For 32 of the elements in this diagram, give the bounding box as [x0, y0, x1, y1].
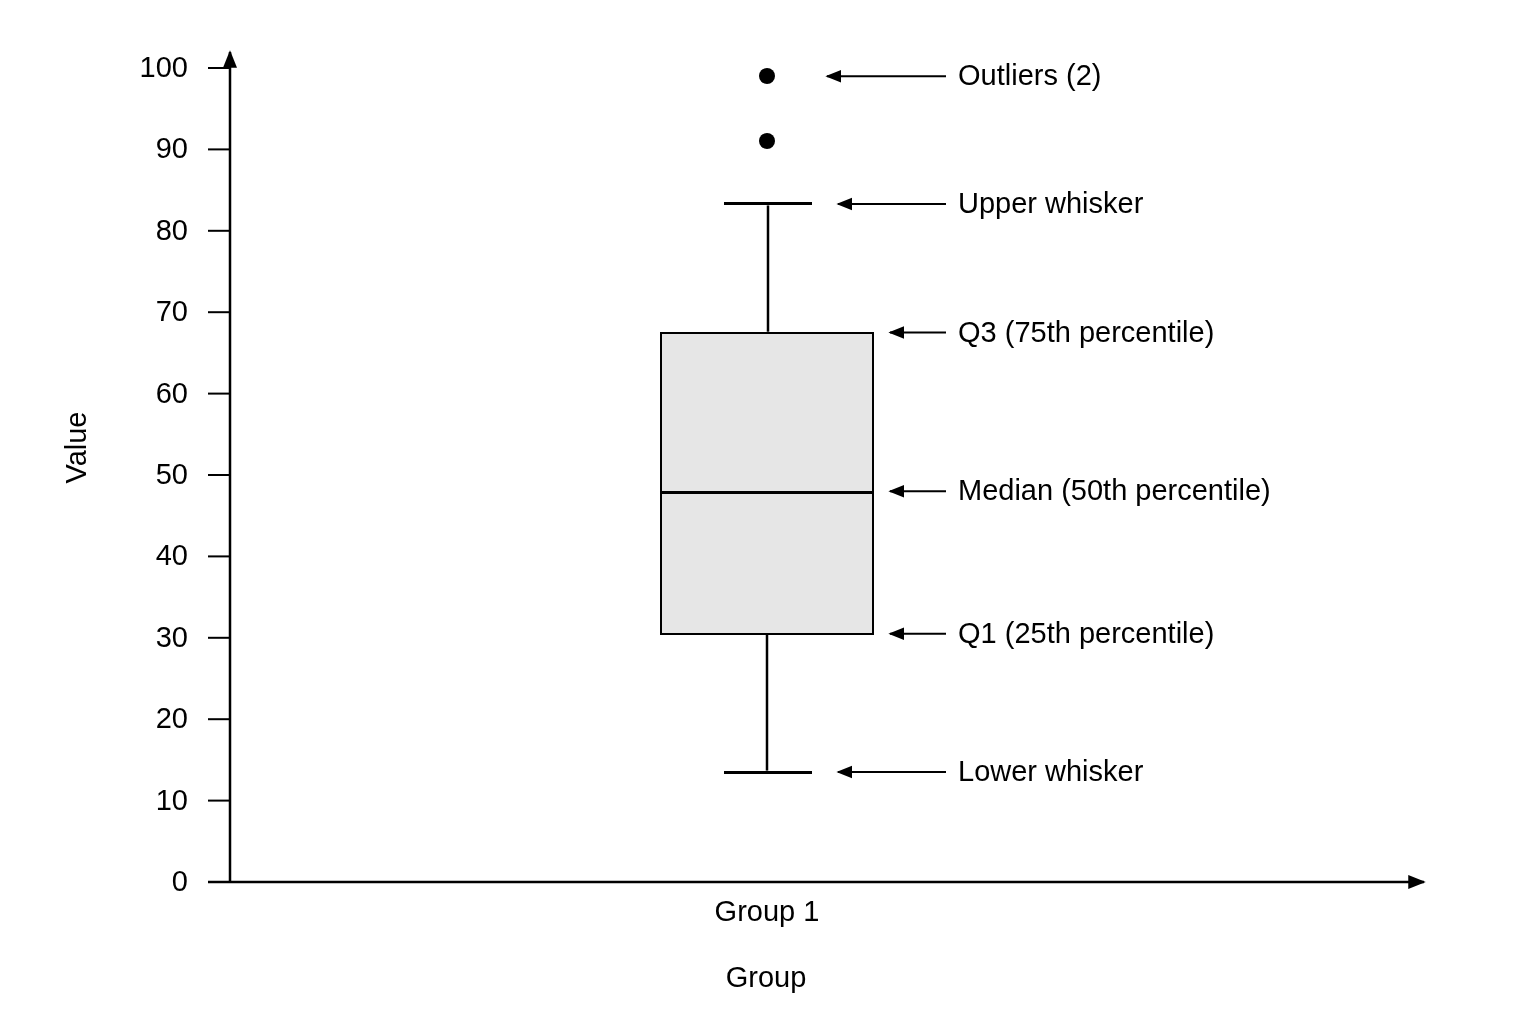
box — [660, 331, 874, 635]
leader-arrow — [888, 484, 947, 498]
median-line — [662, 490, 874, 494]
tick-label: 70 — [154, 297, 188, 327]
annotation-label: Lower whisker — [958, 757, 1144, 787]
whisker-line — [766, 205, 770, 332]
leader-arrow — [836, 765, 947, 779]
leader-arrow — [836, 197, 947, 211]
tick-label: 100 — [138, 53, 188, 82]
tick-label: 60 — [154, 378, 188, 408]
tick-label: 40 — [154, 541, 188, 571]
tick-label: 50 — [154, 460, 188, 489]
tick-label: 90 — [154, 134, 188, 164]
tick-label: 30 — [154, 622, 188, 652]
whisker-cap — [724, 770, 812, 774]
axis-title: Group — [724, 963, 808, 992]
annotation-label: Q3 (75th percentile) — [958, 317, 1215, 347]
tick-label: 80 — [154, 215, 188, 245]
tick-label: 10 — [154, 785, 188, 815]
whisker-cap — [724, 202, 812, 206]
annotation-label: Outliers (2) — [958, 61, 1102, 91]
axis-title: Value — [61, 410, 91, 486]
annotation-label: Median (50th percentile) — [958, 476, 1271, 506]
tick-label: 20 — [154, 704, 188, 734]
annotation-label: Q1 (25th percentile) — [958, 618, 1215, 648]
annotation-label: Upper whisker — [958, 188, 1144, 218]
leader-arrow — [825, 69, 947, 83]
tick-label: 0 — [170, 867, 188, 896]
leader-arrow — [888, 627, 947, 641]
leader-arrow — [888, 326, 947, 339]
whisker-line — [765, 634, 769, 771]
category-label: Group 1 — [713, 897, 821, 926]
